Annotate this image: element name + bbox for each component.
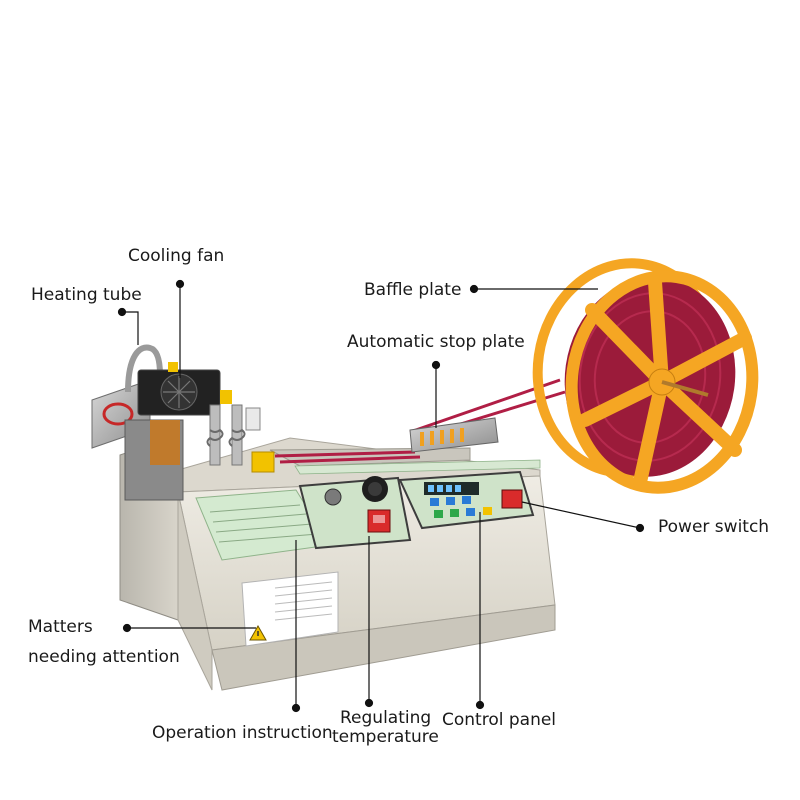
label-cooling-fan: Cooling fan <box>128 246 225 266</box>
label-regulating-temperature-line1: Regulating <box>340 708 432 728</box>
temperature-panel <box>298 476 412 550</box>
label-matters-needing-attention-line2: needing attention <box>28 647 180 667</box>
label-automatic-stop-plate: Automatic stop plate <box>347 332 525 352</box>
label-heating-tube: Heating tube <box>31 285 142 305</box>
label-power-switch: Power switch <box>658 517 770 537</box>
label-baffle-plate: Baffle plate <box>364 280 462 300</box>
temperature-knob <box>362 476 388 502</box>
leader-lines <box>117 279 645 713</box>
label-operation-instruction: Operation instruction <box>152 723 333 743</box>
warning-triangle-icon <box>249 624 267 641</box>
power-switch-graphic <box>501 489 523 509</box>
ribbon-reel <box>532 258 759 494</box>
warning-label <box>241 571 339 647</box>
control-panel-graphic <box>398 470 535 530</box>
label-regulating-temperature-line2: temperature <box>332 727 439 747</box>
heater-switch <box>367 509 391 533</box>
label-matters-needing-attention-line1: Matters <box>28 617 93 637</box>
cutting-head <box>91 344 275 501</box>
fan-icon <box>137 362 221 416</box>
stop-plate <box>409 417 499 453</box>
label-control-panel: Control panel <box>442 710 557 730</box>
